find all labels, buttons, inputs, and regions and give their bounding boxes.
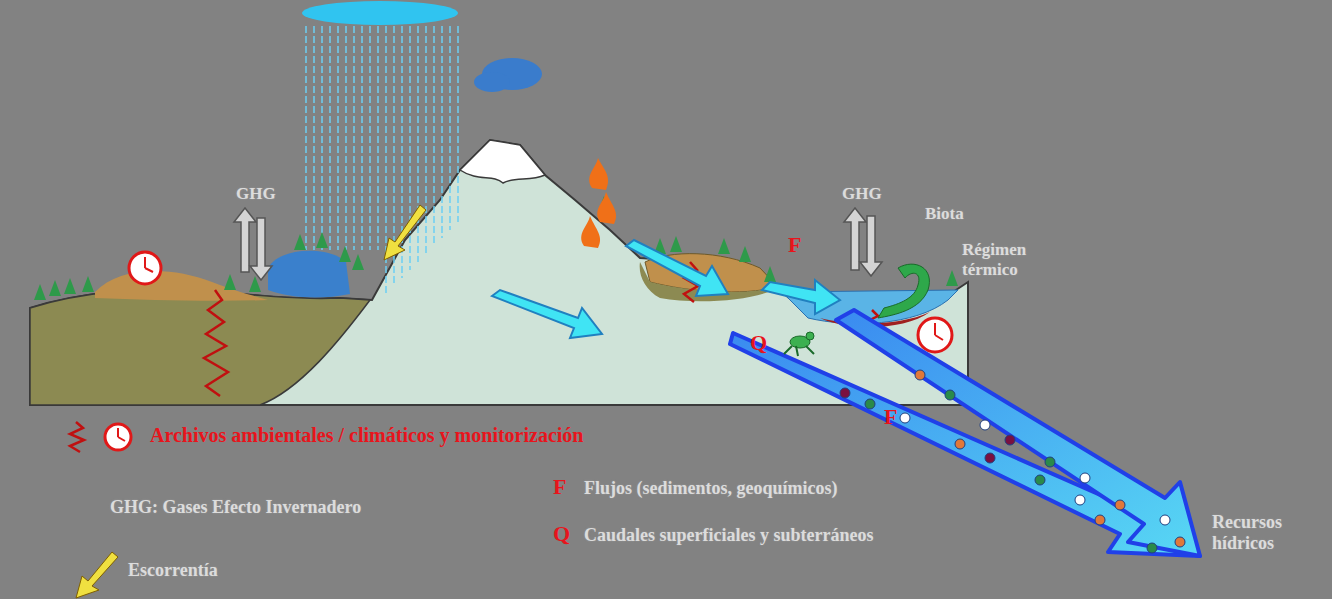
diagram-label: F (788, 232, 801, 257)
diagram-label: Q (750, 330, 767, 355)
diagram-label: F (884, 404, 897, 429)
diagram-label: F (553, 474, 566, 499)
legend-text: Escorrentía (128, 560, 218, 581)
diagram-label: GHG (842, 184, 882, 204)
legend-text: Archivos ambientales / climáticos y moni… (150, 424, 583, 447)
diagram-label: Biota (925, 204, 964, 224)
diagram-label: Recursos hídricos (1212, 512, 1322, 553)
diagram-label: GHG (236, 184, 276, 204)
diagram-label: Régimen térmico (962, 240, 1062, 279)
legend-text: Flujos (sedimentos, geoquímicos) (584, 478, 838, 499)
diagram-label: Q (553, 521, 570, 546)
legend-text: Caudales superficiales y subterráneos (584, 525, 874, 546)
diagram-label: GHG: Gases Efecto Invernadero (110, 497, 361, 518)
